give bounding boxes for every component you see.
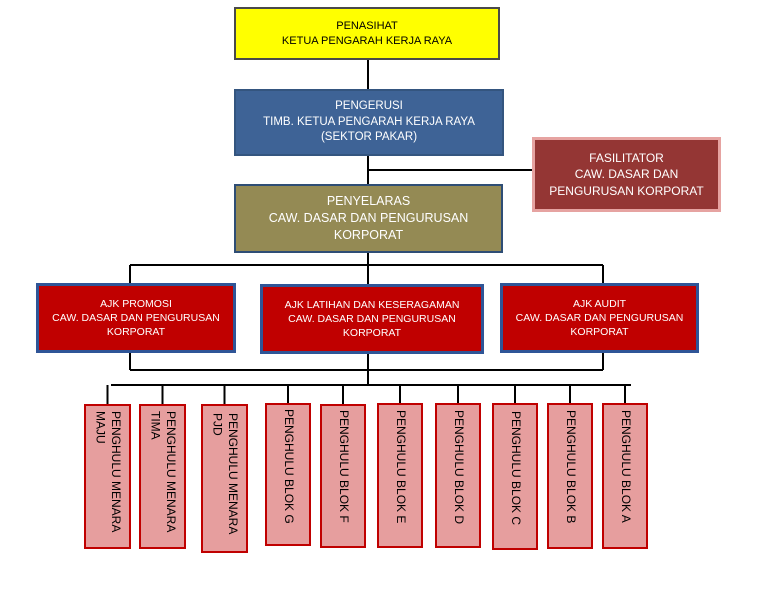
penghulu-label-line1: PENGHULU BLOK D: [451, 409, 466, 524]
ajk-audit-title: AJK AUDIT: [572, 297, 627, 310]
ajk-audit-box: AJK AUDIT CAW. DASAR DAN PENGURUSAN KORP…: [500, 283, 699, 353]
ajk-audit-subtitle: CAW. DASAR DAN PENGURUSAN: [515, 311, 684, 324]
penghulu-box-10: PENGHULU BLOK A: [602, 403, 648, 549]
ajk-latihan-subtitle-2: KORPORAT: [342, 327, 402, 340]
penghulu-label: PENGHULU BLOK C: [507, 407, 523, 547]
fasilitator-box: FASILITATOR CAW. DASAR DAN PENGURUSAN KO…: [532, 137, 721, 212]
penghulu-label: PENGHULU BLOK E: [392, 406, 408, 546]
fasilitator-title: FASILITATOR: [589, 151, 664, 166]
penghulu-label-line1: PENGHULU MENARA: [109, 410, 124, 532]
penyelaras-subtitle: CAW. DASAR DAN PENGURUSAN: [268, 211, 469, 226]
ajk-promosi-title: AJK PROMOSI: [100, 297, 172, 310]
penghulu-box-8: PENGHULU BLOK C: [492, 403, 538, 550]
penghulu-label-line1: PENGHULU BLOK A: [618, 410, 633, 523]
penghulu-label-line1: PENGHULU BLOK G: [281, 408, 296, 524]
penasihat-box: PENASIHAT KETUA PENGARAH KERJA RAYA: [234, 7, 500, 60]
penghulu-box-7: PENGHULU BLOK D: [435, 403, 481, 548]
penghulu-box-4: PENGHULU BLOK G: [265, 403, 311, 546]
penyelaras-title: PENYELARAS: [326, 194, 411, 209]
penghulu-label: PENGHULU BLOK D: [450, 406, 466, 546]
ajk-latihan-box: AJK LATIHAN DAN KESERAGAMAN CAW. DASAR D…: [260, 284, 484, 354]
penyelaras-box: PENYELARAS CAW. DASAR DAN PENGURUSAN KOR…: [234, 184, 503, 253]
ajk-latihan-subtitle: CAW. DASAR DAN PENGURUSAN: [288, 312, 456, 325]
pengerusi-box: PENGERUSI TIMB. KETUA PENGARAH KERJA RAY…: [234, 89, 504, 156]
penghulu-label: PENGHULU BLOK B: [562, 406, 578, 546]
pengerusi-sector: (SEKTOR PAKAR): [320, 131, 418, 144]
penghulu-label-line1: PENGHULU MENARA: [164, 410, 179, 532]
ajk-latihan-title: AJK LATIHAN DAN KESERAGAMAN: [284, 298, 460, 311]
penasihat-title: PENASIHAT: [336, 19, 398, 32]
penyelaras-subtitle-2: KORPORAT: [333, 227, 404, 242]
penghulu-label-line2: MAJU: [93, 410, 108, 444]
penghulu-label-line1: PENGHULU BLOK F: [336, 410, 351, 523]
pengerusi-title: PENGERUSI: [335, 100, 403, 113]
ajk-promosi-subtitle-2: KORPORAT: [106, 326, 166, 339]
penghulu-label-line1: PENGHULU MENARA: [226, 412, 241, 534]
ajk-promosi-subtitle: CAW. DASAR DAN PENGURUSAN: [52, 311, 220, 324]
penasihat-subtitle: KETUA PENGARAH KERJA RAYA: [281, 34, 453, 47]
ajk-audit-subtitle-2: KORPORAT: [570, 326, 629, 339]
penghulu-label: PENGHULU BLOK F: [335, 406, 351, 546]
penghulu-label: PENGHULU BLOK A: [617, 406, 633, 546]
pengerusi-subtitle: TIMB. KETUA PENGARAH KERJA RAYA: [263, 115, 475, 128]
ajk-promosi-box: AJK PROMOSI CAW. DASAR DAN PENGURUSAN KO…: [36, 283, 236, 353]
penghulu-label-line1: PENGHULU BLOK C: [508, 410, 523, 525]
penghulu-box-6: PENGHULU BLOK E: [377, 403, 423, 548]
penghulu-label-line1: PENGHULU BLOK B: [563, 410, 578, 524]
fasilitator-subtitle: CAW. DASAR DAN: [574, 167, 679, 182]
fasilitator-subtitle-2: PENGURUSAN KORPORAT: [549, 183, 704, 198]
penghulu-label-line2: TIMA: [148, 410, 163, 440]
penghulu-box-9: PENGHULU BLOK B: [547, 403, 593, 549]
penghulu-box-5: PENGHULU BLOK F: [320, 404, 366, 548]
penghulu-label-line2: PJD: [210, 412, 225, 436]
penghulu-label-line1: PENGHULU BLOK E: [393, 409, 408, 523]
penghulu-label: PENGHULU BLOK G: [280, 405, 296, 545]
